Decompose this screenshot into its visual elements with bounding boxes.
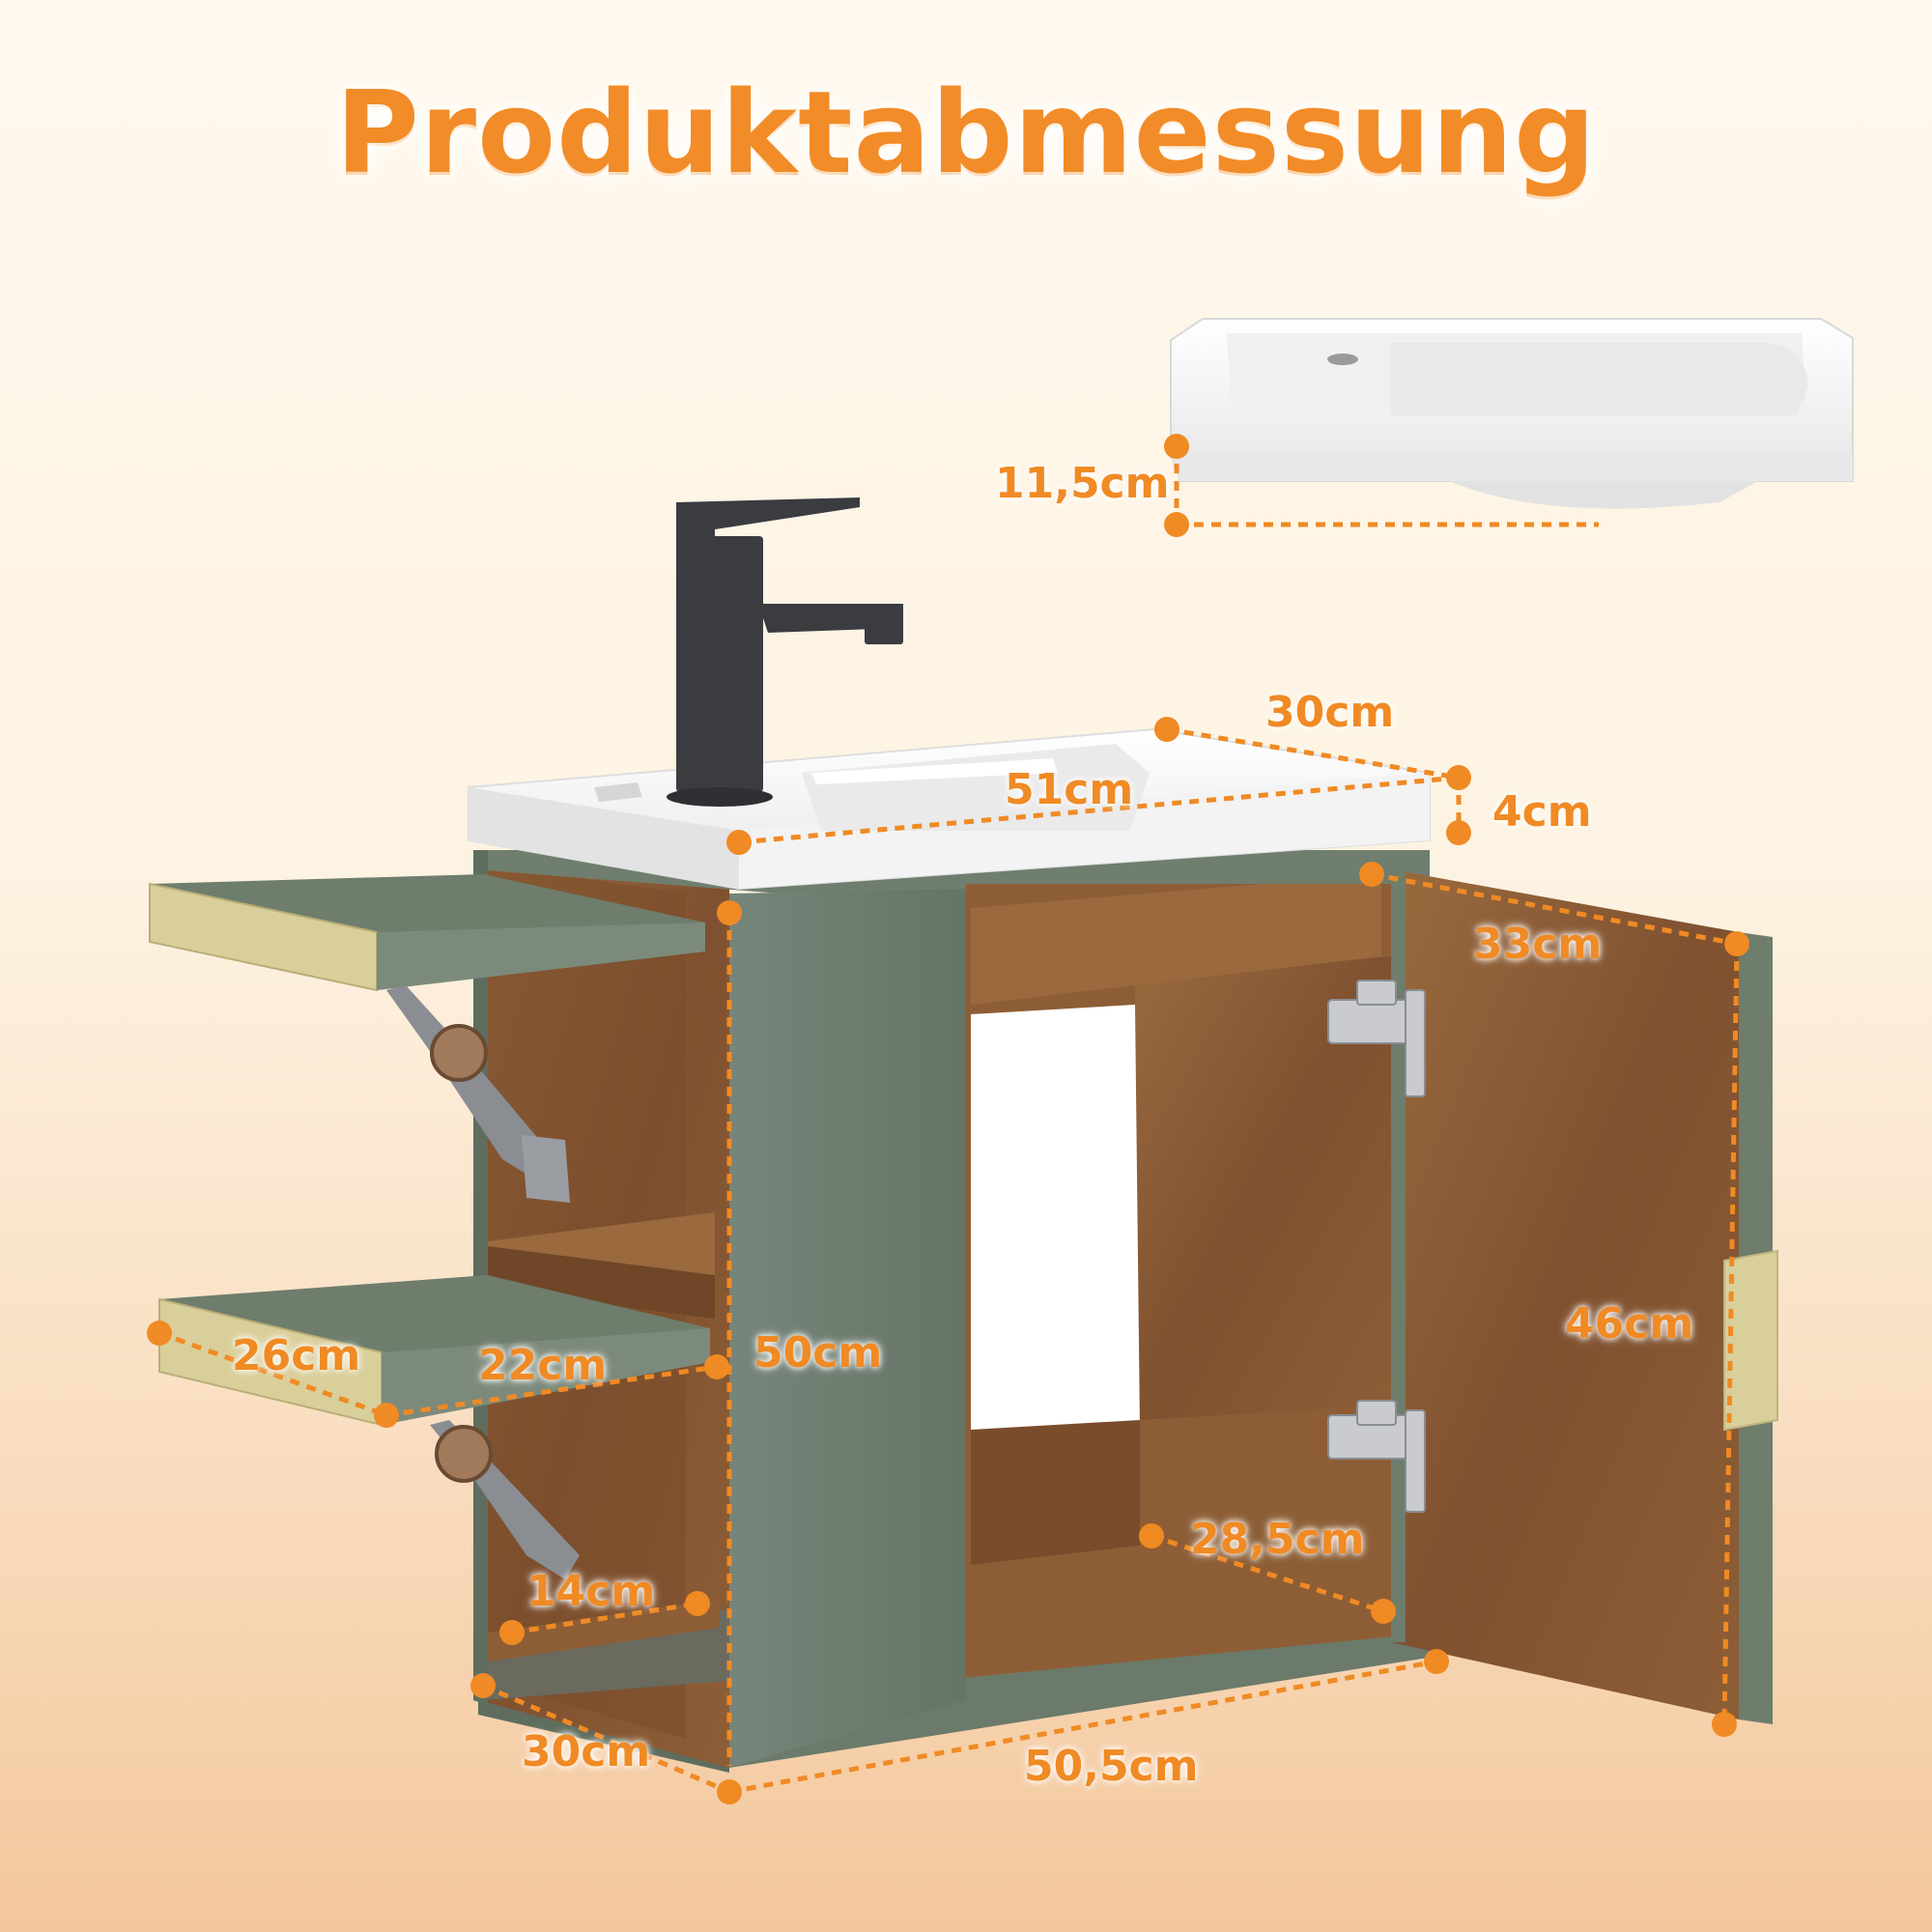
- basin-width-label: 51cm: [1005, 765, 1134, 814]
- dimension-lines: [158, 446, 1740, 1795]
- dimension-endpoints: [147, 434, 1749, 1804]
- shelf-length-label: 26cm: [232, 1331, 361, 1380]
- basin-thickness-label: 4cm: [1492, 787, 1592, 837]
- cabinet-depth-label: 30cm: [522, 1727, 651, 1776]
- inner-depth-label: 28,5cm: [1190, 1515, 1365, 1564]
- cabinet-body: [473, 850, 1435, 1773]
- shelf-width-label: 22cm: [478, 1341, 608, 1390]
- door-height-label: 46cm: [1565, 1299, 1694, 1349]
- basin-detail: [1170, 318, 1854, 509]
- door-width-label: 33cm: [1473, 920, 1603, 969]
- basin-depth-label: 30cm: [1265, 688, 1395, 737]
- cabinet-width-label: 50,5cm: [1024, 1742, 1199, 1791]
- cabinet-door: [1327, 869, 1778, 1724]
- page-title: Produktabmessung: [335, 66, 1597, 199]
- shelf-gap-label: 14cm: [526, 1567, 656, 1616]
- fold-out-shelves: [149, 874, 710, 1579]
- cabinet-height-label: 50cm: [753, 1328, 883, 1378]
- faucet: [667, 497, 903, 807]
- basin-height-label: 11,5cm: [995, 459, 1170, 508]
